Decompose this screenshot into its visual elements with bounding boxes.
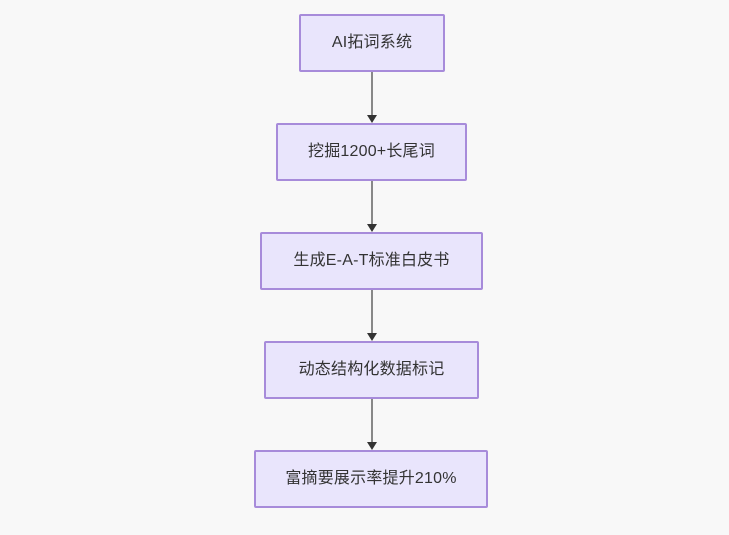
connector-line — [371, 181, 373, 225]
connector-line — [371, 72, 373, 116]
connector-arrow-4 — [367, 399, 377, 450]
flow-node-longtail-keywords[interactable]: 挖掘1200+长尾词 — [276, 123, 467, 181]
connector-arrow-1 — [367, 72, 377, 123]
flow-node-eat-whitepaper[interactable]: 生成E-A-T标准白皮书 — [260, 232, 483, 290]
arrowhead-icon — [367, 333, 377, 341]
arrowhead-icon — [367, 115, 377, 123]
flow-node-ai-keyword-system[interactable]: AI拓词系统 — [299, 14, 445, 72]
connector-line — [371, 290, 373, 334]
flow-node-label: AI拓词系统 — [331, 34, 413, 52]
flow-node-structured-data-markup[interactable]: 动态结构化数据标记 — [264, 341, 479, 399]
flow-node-label: 动态结构化数据标记 — [298, 361, 445, 379]
connector-arrow-2 — [367, 181, 377, 232]
connector-arrow-3 — [367, 290, 377, 341]
arrowhead-icon — [367, 224, 377, 232]
flow-node-label: 生成E-A-T标准白皮书 — [293, 252, 450, 270]
flow-node-rich-snippet-result[interactable]: 富摘要展示率提升210% — [254, 450, 488, 508]
flow-node-label: 挖掘1200+长尾词 — [308, 143, 435, 161]
connector-line — [371, 399, 373, 443]
arrowhead-icon — [367, 442, 377, 450]
flow-node-label: 富摘要展示率提升210% — [285, 470, 457, 488]
